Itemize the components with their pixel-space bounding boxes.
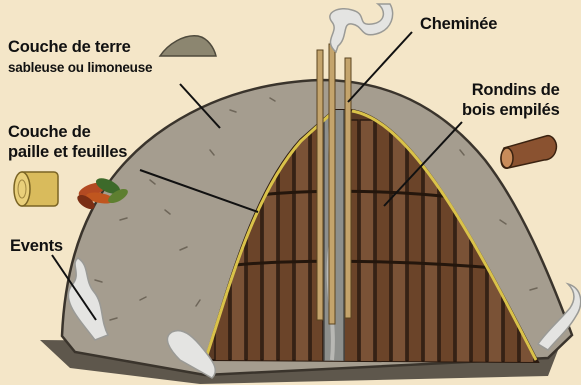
label-couche-paille-line1: Couche de [8,123,91,141]
straw-bale-icon [14,172,58,206]
chimney-poles [317,44,351,324]
label-rondins: Rondins de bois empilés [462,80,560,120]
label-couche-terre-line2: sableuse ou limoneuse [8,60,152,75]
label-cheminee: Cheminée [420,14,497,34]
label-couche-paille: Couche de paille et feuilles [8,122,127,162]
label-events-text: Events [10,237,63,255]
label-rondins-line2: bois empilés [462,101,560,119]
chimney-smoke [330,4,393,52]
label-cheminee-text: Cheminée [420,15,497,33]
label-rondins-line1: Rondins de [472,81,560,99]
label-couche-terre-line1: Couche de terre [8,38,131,56]
soil-pile-icon [160,36,216,56]
label-couche-terre: Couche de terre sableuse ou limoneuse [8,37,152,78]
label-events: Events [10,236,63,256]
log-icon [501,136,556,169]
label-couche-paille-line2: paille et feuilles [8,143,127,161]
